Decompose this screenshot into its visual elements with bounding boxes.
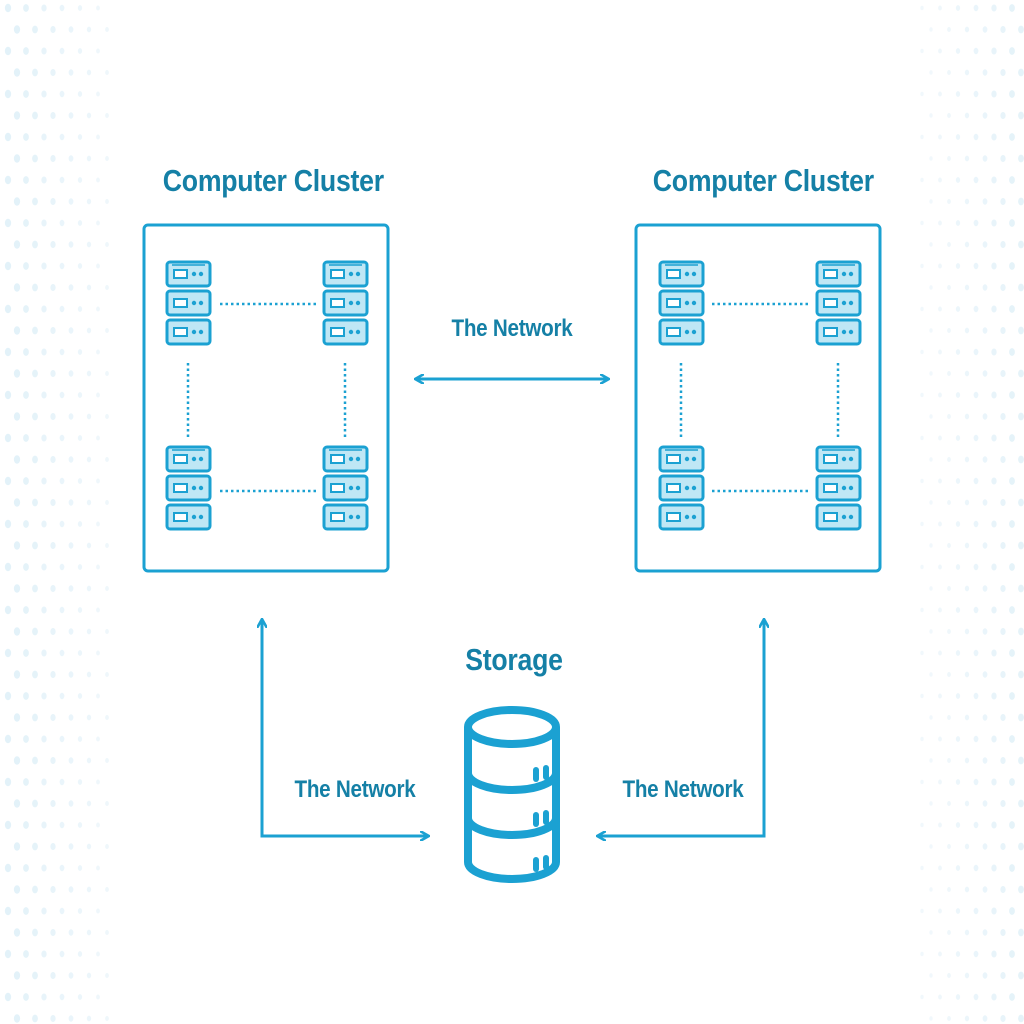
server-rack-icon [658,260,705,346]
server-rack-icon [815,445,862,531]
network-arrow-right [598,620,764,836]
server-rack-icon [658,445,705,531]
cluster-title-right: Computer Cluster [652,163,874,198]
server-rack-icon [815,260,862,346]
server-links-left [186,302,347,493]
server-links-right [679,302,840,493]
network-label-bottom-left: The Network [294,776,416,803]
cluster-box-left [142,223,390,573]
network-label-bottom-right: The Network [622,776,744,803]
dot-pattern-right [920,4,1024,1023]
servers [165,260,862,531]
server-rack-icon [322,260,369,346]
server-rack-icon [165,445,212,531]
dot-pattern-left [4,3,109,1023]
server-rack-icon [322,445,369,531]
network-label-top: The Network [451,315,573,342]
storage-title: Storage [465,642,563,677]
cluster-title-left: Computer Cluster [162,163,384,198]
network-arrow-left [262,620,428,836]
cluster-box-right [634,223,882,573]
database-icon [464,706,560,883]
server-rack-icon [165,260,212,346]
